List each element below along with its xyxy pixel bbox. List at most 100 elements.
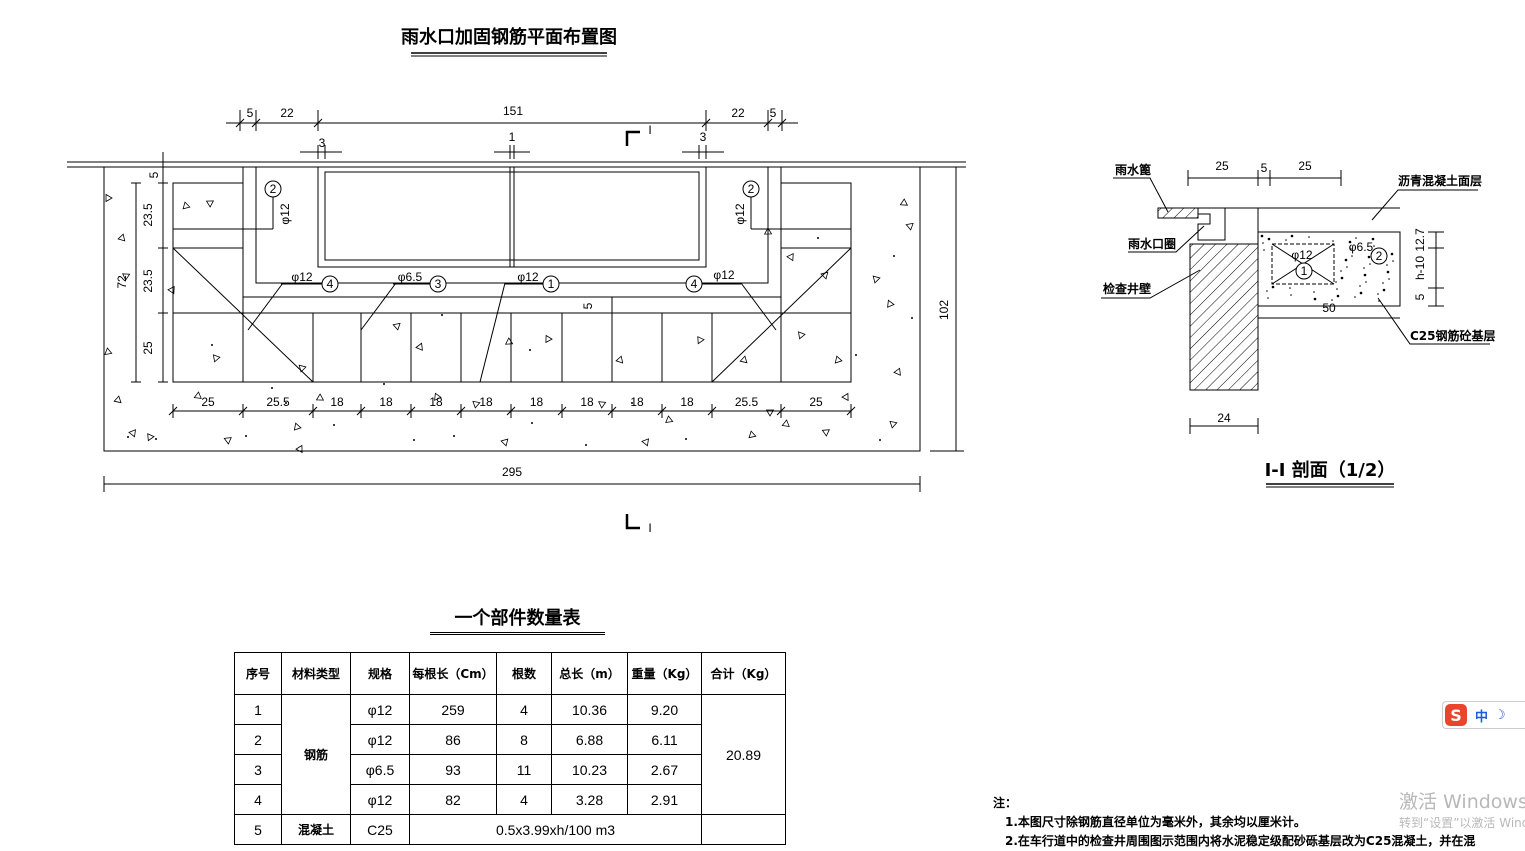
ring (1197, 207, 1226, 241)
callout-spec: φ12 (1291, 248, 1312, 262)
ime-language-toggle[interactable]: 中 (1475, 709, 1489, 725)
aggregate-mark (893, 367, 901, 376)
grate (1157, 207, 1199, 219)
ime-toolbar[interactable]: S 中 ☽ (1442, 701, 1525, 729)
aggregate-mark (899, 198, 909, 206)
diagonal-rebar (360, 282, 397, 331)
aggregate-dot (1313, 291, 1315, 293)
dim-label: 22 (731, 106, 745, 120)
dimension-tick (238, 406, 248, 416)
aggregate-mark (182, 201, 191, 210)
cell-weight: 2.67 (627, 754, 702, 785)
cell-no: 5 (234, 814, 282, 845)
aggregate-mark (128, 429, 136, 438)
aggregate-dot (1336, 294, 1340, 298)
dim-label: 18 (330, 395, 344, 409)
cell-sum (701, 814, 786, 845)
dim-label: 24 (1217, 411, 1231, 425)
aggregate-mark (786, 253, 794, 262)
cell-weight: 9.20 (627, 694, 702, 725)
callout-rebar-3: 3 φ6.5 (393, 270, 447, 293)
concrete-aggregate-marks (104, 193, 914, 454)
aggregate-mark (545, 334, 553, 344)
dimension-tick (356, 406, 366, 416)
frame-outline (255, 167, 769, 284)
cell-no: 2 (234, 724, 282, 755)
dim-label: 25 (141, 341, 155, 355)
sogou-logo-icon[interactable]: S (1445, 704, 1467, 726)
base-aggregate-marks (1260, 234, 1394, 302)
aggregate-dot (333, 424, 335, 426)
aggregate-dot (1335, 281, 1337, 283)
plan-view: 雨水口加固钢筋平面布置图 (67, 26, 966, 535)
callout-number: 1 (1301, 264, 1308, 278)
aggregate-dot (1359, 291, 1363, 295)
aggregate-mark (104, 347, 113, 356)
cell-weight: 6.11 (627, 724, 702, 755)
inspection-well-wall (1189, 243, 1259, 391)
dimension-tick (313, 118, 323, 128)
cell-spec: φ12 (350, 724, 410, 755)
table-title: 一个部件数量表 (430, 604, 605, 635)
leader-line (1101, 269, 1201, 299)
aggregate-mark (147, 433, 155, 442)
aggregate-dot (1267, 237, 1271, 241)
aggregate-mark (641, 438, 650, 447)
aggregate-mark (748, 430, 757, 439)
dim-label: 12.7 (1413, 228, 1427, 252)
callout-rebar-2-right: 2 φ12 (733, 180, 851, 230)
aggregate-dot (453, 435, 455, 437)
aggregate-dot (1363, 267, 1365, 269)
section-mark-bottom (625, 514, 640, 530)
dimension-tick (657, 406, 667, 416)
aggregate-mark (298, 364, 307, 373)
moon-icon[interactable]: ☽ (1494, 707, 1506, 723)
header-weight: 重量（Kg） (627, 652, 702, 695)
header-material: 材料类型 (281, 652, 351, 695)
cell-no: 4 (234, 784, 282, 815)
callout-number: 1 (548, 277, 555, 291)
section-mark-label: I (648, 123, 651, 137)
aggregate-dot (911, 317, 913, 319)
section-mark-top (625, 130, 640, 146)
dimension-tick (456, 406, 466, 416)
quantity-table: 序号 材料类型 规格 每根长（Cm） 根数 总长（m） 重量（Kg） 合计（Kg… (234, 652, 786, 845)
dim-label: 18 (580, 395, 594, 409)
cell-sum: 20.89 (701, 694, 786, 815)
aggregate-mark (500, 438, 509, 447)
header-sum: 合计（Kg） (701, 652, 786, 695)
aggregate-mark (665, 415, 674, 423)
dimension-tick (707, 406, 717, 416)
grate-opening (324, 171, 700, 261)
dim-label: 18 (479, 395, 493, 409)
aggregate-mark (797, 331, 806, 340)
rebar-strip (172, 312, 852, 383)
dim-label: 25 (809, 395, 823, 409)
dimension-tick (776, 406, 786, 416)
aggregate-dot (817, 237, 819, 239)
dim-label: 5 (1413, 293, 1427, 300)
aggregate-dot (1382, 288, 1386, 292)
aggregate-mark (887, 299, 895, 308)
aggregate-mark (415, 342, 423, 351)
aggregate-dot (1340, 270, 1342, 272)
aggregate-dot (1267, 297, 1269, 299)
dim-label: 5 (1261, 161, 1268, 175)
aggregate-dot (1289, 287, 1291, 289)
aggregate-mark (615, 355, 624, 364)
diagonal-rebar (711, 247, 852, 383)
aggregate-dot (1390, 252, 1394, 256)
aggregate-dot (285, 402, 287, 404)
aggregate-dot (383, 383, 385, 385)
aggregate-dot (855, 354, 857, 356)
aggregate-mark (763, 227, 773, 235)
cell-length: 86 (409, 724, 497, 755)
notes: 注： 1.本图尺寸除钢筋直径单位为毫米外，其余均以厘米计。 2.在车行道中的检查… (993, 794, 1513, 851)
dimension-tick (557, 406, 567, 416)
dim-label: 18 (530, 395, 544, 409)
aggregate-mark (821, 429, 830, 437)
aggregate-dot (1263, 249, 1265, 251)
aggregate-mark (905, 222, 914, 231)
aggregate-mark (223, 437, 232, 445)
aggregate-dot (1388, 278, 1390, 280)
